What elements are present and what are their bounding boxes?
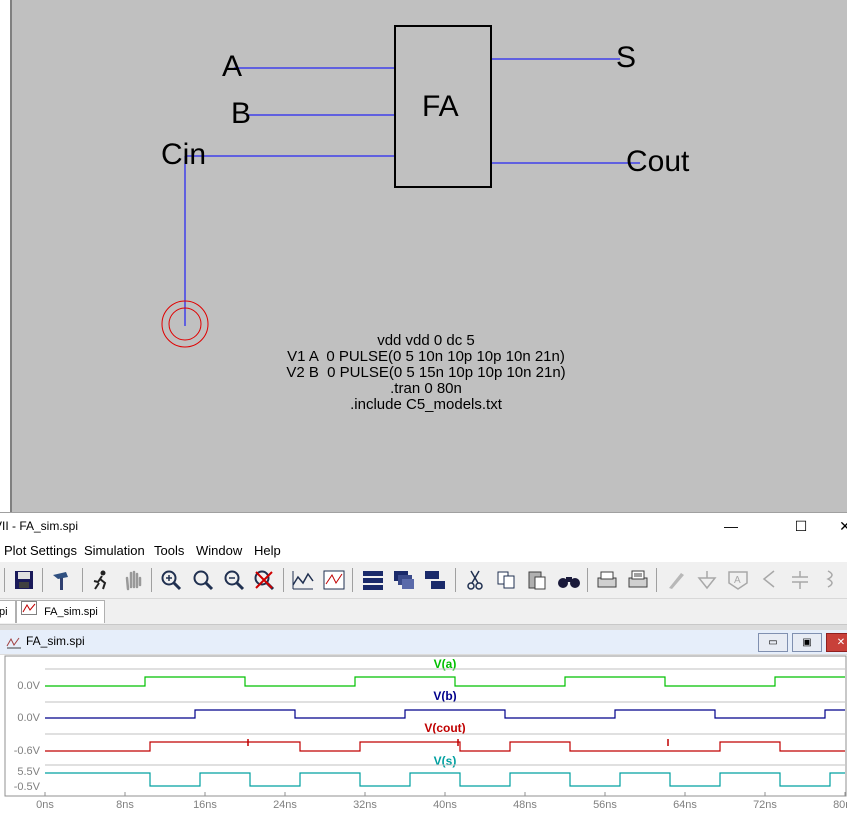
capacitor-icon[interactable] — [787, 566, 813, 594]
x-tick-label: 8ns — [116, 799, 134, 811]
spice-line: .tran 0 80n — [390, 380, 462, 397]
menu-window[interactable]: Window — [196, 543, 243, 558]
close-button[interactable]: ✕ — [839, 518, 847, 534]
trace-vb — [45, 709, 845, 719]
waveform-plot-area[interactable]: V(a) 0.0V V(b) 0.0V V(cout) -0.6V V(s) 5.5V -0.5… — [0, 655, 847, 814]
inductor-icon[interactable] — [818, 566, 844, 594]
pin-label-b: B — [231, 97, 252, 130]
spice-line: vdd vdd 0 dc 5 — [377, 332, 475, 349]
x-tick-label: 72ns — [753, 799, 777, 811]
tab-label: pi — [0, 606, 8, 618]
menu-help[interactable]: Help — [254, 543, 281, 558]
y-tick-label: -0.6V — [14, 745, 41, 757]
document-tabs: pi FA_sim.spi — [0, 599, 847, 625]
pin-label-cin: Cin — [161, 138, 207, 171]
x-tick-label: 64ns — [673, 799, 697, 811]
cut-icon[interactable] — [462, 566, 488, 594]
waveform-icon[interactable] — [321, 566, 347, 594]
trace-label: V(cout) — [424, 721, 465, 735]
trace-label: V(s) — [434, 754, 457, 768]
menu-bar: Plot Settings Simulation Tools Window He… — [0, 540, 847, 562]
schematic-left-border — [0, 0, 12, 512]
mdi-restore-button[interactable]: ▣ — [792, 633, 822, 652]
y-tick-label: 0.0V — [17, 680, 40, 692]
pencil-icon[interactable] — [663, 566, 689, 594]
spice-directive-block[interactable]: vdd vdd 0 dc 5 V1 A 0 PULSE(0 5 10n 10p … — [240, 333, 612, 413]
pin-label-a: A — [222, 50, 243, 83]
trace-vcout — [45, 741, 845, 752]
trace-label: V(a) — [434, 657, 457, 671]
mdi-close-button[interactable]: ✕ — [826, 633, 847, 652]
pin-label-s: S — [616, 41, 637, 74]
resistor-icon[interactable] — [756, 566, 782, 594]
spice-line: .include C5_models.txt — [350, 396, 502, 413]
minimize-button[interactable]: — — [724, 518, 738, 534]
cin-source-inner-icon — [168, 307, 202, 341]
waveform-window-title: FA_sim.spi — [26, 634, 85, 648]
pin-label-cout: Cout — [626, 145, 690, 178]
print-preview-icon[interactable] — [594, 566, 620, 594]
control-panel-hammer-icon[interactable] — [49, 566, 75, 594]
zoom-in-icon[interactable] — [158, 566, 184, 594]
trace-vs — [45, 772, 845, 787]
window-title: XVII - FA_sim.spi — [0, 519, 79, 533]
waveform-window-icon — [6, 635, 22, 649]
x-tick-label: 16ns — [193, 799, 217, 811]
cin-source-outer-icon[interactable] — [161, 300, 209, 348]
schematic-canvas[interactable]: FA A B Cin S Cout vdd vdd 0 dc 5 V1 A 0 … — [0, 0, 847, 512]
maximize-button[interactable]: ☐ — [794, 518, 808, 534]
tab-label: FA_sim.spi — [44, 606, 98, 618]
save-icon[interactable] — [11, 566, 37, 594]
trace-va — [45, 676, 845, 687]
y-tick-label: -0.5V — [14, 781, 41, 793]
y-tick-label: 5.5V — [17, 766, 40, 778]
x-tick-label: 32ns — [353, 799, 377, 811]
zoom-cancel-icon[interactable] — [251, 566, 277, 594]
waveform-window-title-bar: FA_sim.spi ▭ ▣ ✕ — [0, 630, 847, 654]
x-tick-label: 40ns — [433, 799, 457, 811]
menu-plot-settings[interactable]: Plot Settings — [4, 543, 77, 558]
y-tick-label: 0.0V — [17, 712, 40, 724]
menu-simulation[interactable]: Simulation — [84, 543, 145, 558]
zoom-out-icon[interactable] — [221, 566, 247, 594]
toolbar: A — [0, 562, 847, 599]
x-tick-label: 48ns — [513, 799, 537, 811]
tile-horizontal-icon[interactable] — [360, 566, 386, 594]
x-tick-label: 80ns — [833, 799, 847, 811]
trace-label: V(b) — [433, 689, 456, 703]
autorange-icon[interactable] — [290, 566, 316, 594]
find-icon[interactable] — [556, 566, 582, 594]
mdi-minimize-button[interactable]: ▭ — [758, 633, 788, 652]
label-icon[interactable]: A — [725, 566, 751, 594]
fa-block-label: FA — [422, 90, 459, 123]
x-tick-label: 0ns — [36, 799, 54, 811]
print-icon[interactable] — [625, 566, 651, 594]
zoom-fit-icon[interactable] — [190, 566, 216, 594]
halt-hand-icon[interactable] — [120, 566, 146, 594]
copy-icon[interactable] — [493, 566, 519, 594]
menu-tools[interactable]: Tools — [154, 543, 185, 558]
window-title-bar: XVII - FA_sim.spi — ☐ ✕ — [0, 512, 847, 540]
schematic-drawing — [161, 25, 640, 348]
svg-text:A: A — [734, 575, 741, 586]
tab-schematic[interactable]: pi — [0, 600, 16, 623]
waveform-tab-icon — [21, 601, 37, 623]
waveform-window: FA_sim.spi ▭ ▣ ✕ V(a) 0.0V V(b) 0.0V V(cout)… — [0, 625, 847, 814]
cascade-icon[interactable] — [391, 566, 417, 594]
x-tick-label: 56ns — [593, 799, 617, 811]
tab-fa-sim[interactable]: FA_sim.spi — [16, 600, 105, 623]
run-icon[interactable] — [88, 566, 114, 594]
spice-line: V1 A 0 PULSE(0 5 10n 10p 10p 10n 21n) — [287, 348, 565, 365]
paste-icon[interactable] — [524, 566, 550, 594]
ground-icon[interactable] — [694, 566, 720, 594]
waveform-plot[interactable]: V(a) 0.0V V(b) 0.0V V(cout) -0.6V V(s) 5.5V -0.5… — [0, 655, 847, 814]
tile-vertical-icon[interactable] — [422, 566, 448, 594]
spice-line: V2 B 0 PULSE(0 5 15n 10p 10p 10n 21n) — [286, 364, 566, 381]
x-tick-label: 24ns — [273, 799, 297, 811]
fa-block[interactable] — [394, 25, 492, 188]
